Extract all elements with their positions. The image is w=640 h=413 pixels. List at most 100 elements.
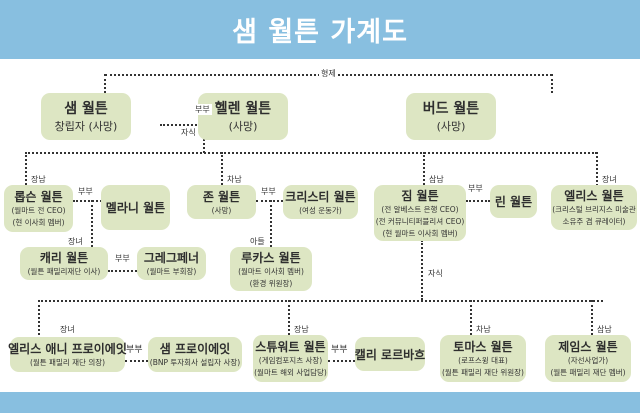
header-banner <box>0 0 640 59</box>
person-name: 엘리스 애니 프로이에잇 <box>8 342 127 356</box>
person-description: (월마트 전 CEO) <box>11 206 66 215</box>
person-description: (월튼 패밀리 재단 멤버) <box>550 368 626 377</box>
first-son-label: 장남 <box>29 174 48 185</box>
person-christy-walton: 크리스티 월튼(여성 운동가) <box>283 185 358 219</box>
person-description: (여성 운동가) <box>299 205 342 215</box>
spouse-line <box>466 200 490 202</box>
person-name: 크리스티 월튼 <box>285 189 356 204</box>
person-bud-walton: 버드 월튼 (사망) <box>406 93 496 140</box>
person-melanie-walton: 멜라니 월튼 <box>101 185 170 230</box>
siblings-label: 형제 <box>319 68 338 79</box>
person-name: 제임스 월튼 <box>558 340 618 354</box>
connector <box>104 74 106 93</box>
person-name: 멜라니 월튼 <box>105 201 166 215</box>
person-description: (사망) <box>436 119 466 133</box>
person-description: (월마트 부회장) <box>146 267 197 276</box>
person-name: 존 월튼 <box>202 189 241 204</box>
spouse-line <box>73 200 102 202</box>
connector <box>470 300 472 335</box>
person-helen-walton: 헬렌 월튼 (사망) <box>198 93 288 140</box>
person-description: (게임컴포지츠 사장) <box>258 356 323 365</box>
spouse-label: 부부 <box>113 253 132 264</box>
person-description: 창립자 (사망) <box>54 119 118 133</box>
person-james-walton: 제임스 월튼 (자선사업가) (월튼 패밀리 재단 멤버) <box>545 335 631 382</box>
spouse-label: 부부 <box>126 345 143 355</box>
person-description: (BNP 투자회사 설립자 사장) <box>149 358 241 367</box>
spouse-label: 부부 <box>466 183 485 194</box>
person-name: 샘 프로이에잇 <box>159 342 231 356</box>
person-stewart-walton: 스튜워트 월튼 (게임컴포지츠 사장) (월마트 해외 사업담당) <box>253 335 328 382</box>
spouse-line <box>328 360 355 362</box>
person-description: (월마트 해외 사업담당) <box>254 368 327 377</box>
person-description: (현 월마트 이사회 멤버) <box>382 228 458 238</box>
children-line <box>38 300 603 302</box>
person-description: (월마트 이사회 멤버) <box>238 266 304 276</box>
person-greg-penner: 그레그페너 (월마트 부회장) <box>137 247 206 280</box>
spouse-label: 부부 <box>331 345 348 355</box>
connector <box>591 300 593 335</box>
person-description: (전 알베스트 은행 CEO) <box>381 204 459 214</box>
footer-banner <box>0 392 640 413</box>
person-name: 토마스 월튼 <box>453 340 513 354</box>
person-name: 롭슨 월튼 <box>14 190 63 204</box>
person-jim-walton: 짐 월튼(전 알베스트 은행 CEO) (전 커뮤니티퍼블리셔 CEO) (현 월마… <box>374 185 466 241</box>
person-lynn-walton: 린 월튼 <box>490 185 537 218</box>
connector <box>38 300 40 335</box>
spouse-label: 부부 <box>259 186 278 197</box>
connector <box>25 152 27 185</box>
son-label: 아들 <box>248 236 267 247</box>
person-description: (월튼 패밀리 재단 위원장) <box>441 368 524 377</box>
third-son-label: 삼남 <box>427 174 446 185</box>
person-description: (사망) <box>211 205 232 215</box>
first-daughter-label: 장녀 <box>58 324 77 335</box>
second-son-label: 차남 <box>474 324 493 335</box>
person-carrie-walton: 캐리 월튼 (월튼 패밀리재단 이사) <box>20 247 108 280</box>
person-name: 버드 월튼 <box>422 100 480 117</box>
children-line <box>25 152 597 154</box>
person-john-walton: 존 월튼(사망) <box>187 185 256 219</box>
connector <box>551 74 553 93</box>
person-thomas-walton: 토마스 월튼(로프스윙 대표)(월튼 패밀리 재단 위원장) <box>440 335 526 382</box>
first-son-label: 장남 <box>292 324 311 335</box>
person-name: 스튜워트 월튼 <box>255 340 326 354</box>
person-robson-walton: 롭슨 월튼 (월마트 전 CEO) (현 이사회 멤버) <box>4 185 73 232</box>
person-description: (월튼 패밀리재단 이사) <box>27 267 101 276</box>
person-description: (월튼 패밀리 재단 의장) <box>29 358 106 367</box>
person-name: 샘 월튼 <box>64 100 108 117</box>
person-name: 짐 월튼 <box>401 188 439 203</box>
spouse-label: 부부 <box>76 186 95 197</box>
person-lukas-walton: 루카스 월튼(월마트 이사회 멤버)(환경 위원장) <box>230 247 312 291</box>
spouse-line <box>125 360 148 362</box>
person-description: (전 커뮤니티퍼블리셔 CEO) <box>375 216 465 226</box>
person-sam-proyect: 샘 프로이에잇 (BNP 투자회사 설립자 사장) <box>148 337 242 372</box>
children-label: 자식 <box>426 268 445 279</box>
spouse-label: 부부 <box>193 104 212 115</box>
person-name: 엘리스 월튼 <box>564 189 624 203</box>
first-daughter-label: 장녀 <box>600 174 619 185</box>
person-description: 소유주 겸 큐레이터) <box>562 217 626 226</box>
person-name: 헬렌 월튼 <box>214 100 272 117</box>
connector <box>270 200 272 247</box>
person-description: (자선사업가) <box>567 356 609 365</box>
person-description: (환경 위원장) <box>249 278 293 288</box>
person-name: 캐리 월튼 <box>39 251 89 265</box>
person-description: (사망) <box>228 119 258 133</box>
page-title: 샘 월튼 가계도 <box>232 17 408 48</box>
spouse-line <box>108 270 137 272</box>
connector <box>421 240 423 300</box>
children-label: 자식 <box>179 127 198 138</box>
spouse-line <box>256 200 283 202</box>
person-name: 린 월튼 <box>494 195 533 209</box>
first-daughter-label: 장녀 <box>66 236 85 247</box>
second-son-label: 차남 <box>225 174 244 185</box>
connector <box>596 152 598 186</box>
person-name: 그레그페너 <box>143 251 200 265</box>
person-description: (크리스털 브리지스 미술관 <box>552 205 636 214</box>
person-name: 캘리 로르바흐 <box>354 347 426 362</box>
connector <box>221 152 223 185</box>
connector <box>288 300 290 335</box>
connector <box>91 200 93 247</box>
person-description: (현 이사회 멤버) <box>12 218 65 227</box>
